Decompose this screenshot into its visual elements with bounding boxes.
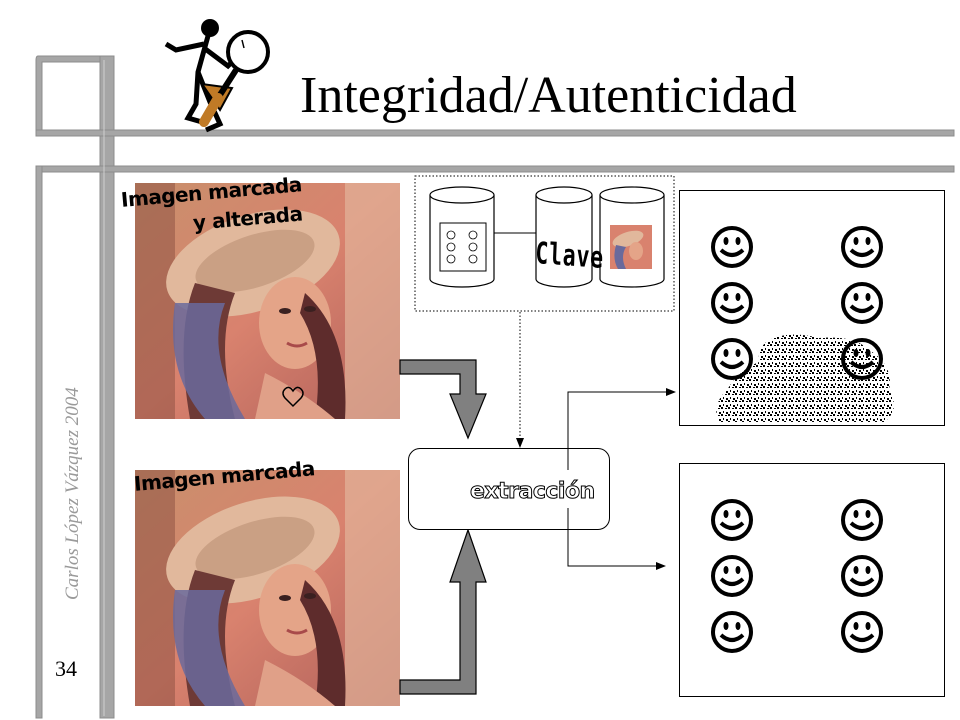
extraction-output-arrows [567,388,676,570]
author-credit: Carlos López Vázquez 2004 [62,387,92,601]
noise-blob [716,334,894,422]
smiley-icon [711,555,753,597]
smiley-icon [841,611,883,653]
slide-title: Integridad/Autenticidad [300,67,797,124]
altered-to-extraction-arrow [399,359,487,440]
watermark-cylinder-icon [429,186,495,288]
smiley-icon [711,282,753,324]
marked-image [135,470,400,706]
magnifier-figure-icon [164,19,270,133]
marked-to-extraction-arrow [399,528,487,695]
smiley-grid-altered [711,226,894,422]
author-credit-text: Carlos López Vázquez 2004 [62,387,83,600]
extraction-box [408,448,610,530]
smiley-icon [711,611,753,653]
page-number: 34 [55,656,77,681]
smiley-icon [841,499,883,541]
key-cylinder-icon [535,186,593,288]
key-to-extraction-arrow [516,312,524,448]
smiley-icon [711,499,753,541]
key-group [414,175,675,312]
smiley-icon [841,226,883,268]
smiley-icon [711,226,753,268]
smiley-grid-clean [711,499,883,653]
key-label: Clave [534,236,605,276]
smiley-icon [841,282,883,324]
smiley-icon [841,555,883,597]
altered-marked-image [135,183,400,419]
image-cylinder-icon [599,186,665,288]
extraction-label: extracción [470,479,596,505]
